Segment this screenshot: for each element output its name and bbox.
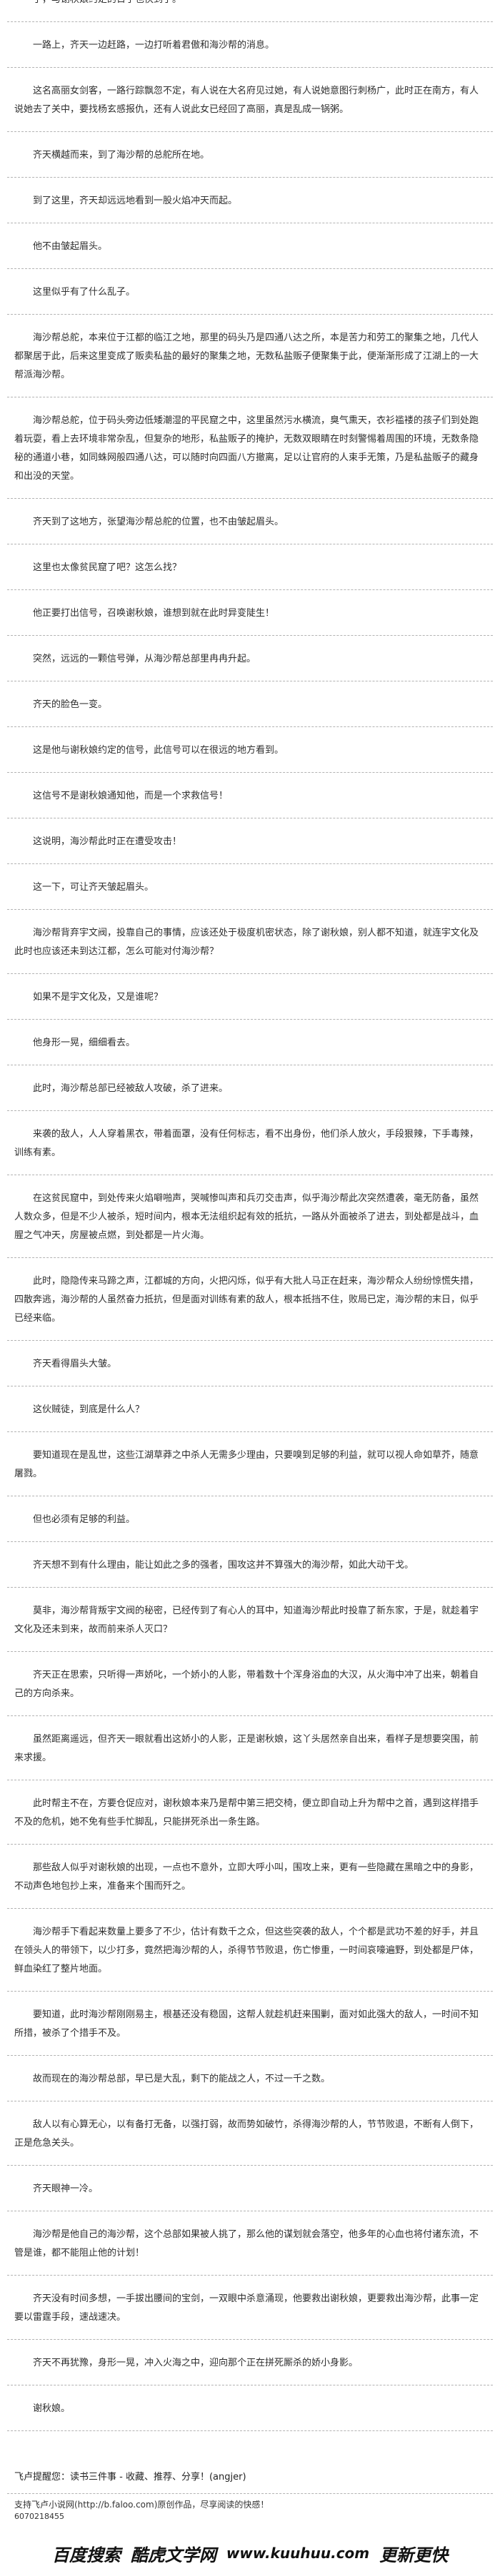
paragraph: 那些敌人似乎对谢秋娘的出现，一点也不意外，立即大呼小叫，围攻上来，更有一些隐藏在… — [7, 1847, 493, 1909]
paragraph: 齐天没有时间多想，一手拔出腰间的宝剑，一双眼中杀意涌现，他要救出谢秋娘，更要救出… — [7, 2278, 493, 2340]
paragraph: 这伙贼徒，到底是什么人？ — [7, 1389, 493, 1432]
paragraph: 这信号不是谢秋娘通知他，而是一个求救信号！ — [7, 775, 493, 818]
paragraph: 齐天想不到有什么理由，能让如此之多的强者，围攻这并不算强大的海沙帮，如此大动干戈… — [7, 1544, 493, 1588]
paragraph: 此时，海沙帮总部已经被敌人攻破，杀了进来。 — [7, 1068, 493, 1111]
paragraph: 这名高丽女剑客，一路行踪飘忽不定，有人说在大名府见过她，有人说她意图行刺杨广，此… — [7, 70, 493, 132]
paragraph: 谢秋娘。 — [7, 2388, 493, 2431]
chapter-footer: 飞卢提醒您：读书三件事 - 收藏、推荐、分享！(angjer) 支持飞卢小说网(… — [7, 2463, 493, 2522]
paragraph: 这一下，可让齐天皱起眉头。 — [7, 866, 493, 910]
paragraph: 但也必须有足够的利益。 — [7, 1499, 493, 1542]
paragraph: 海沙帮背弃宇文阀，投靠自己的事情，应该还处于极度机密状态，除了谢秋娘，别人都不知… — [7, 912, 493, 974]
paragraph: 海沙帮手下看起来数量上要多了不少，估计有数千之众，但这些突袭的敌人，个个都是武功… — [7, 1911, 493, 1992]
paragraph: 此时帮主不在，方要仓促应对，谢秋娘本来乃是帮中第三把交椅，便立即自动上升为帮中之… — [7, 1783, 493, 1845]
watermark-search-label: 百度搜索 — [51, 2544, 121, 2565]
paragraph: 了，与谢秋娘约定的日子也快到了。 — [7, 0, 493, 22]
paragraph: 他正要打出信号，召唤谢秋娘，谁想到就在此时异变陡生！ — [7, 592, 493, 636]
watermark-site-name: 酷虎文学网 — [130, 2544, 216, 2565]
paragraph: 齐天眼神一冷。 — [7, 2168, 493, 2211]
paragraph: 突然，远远的一颗信号弹，从海沙帮总部里冉冉升起。 — [7, 638, 493, 681]
watermark-site-url: www.kuuhuu.com — [226, 2545, 370, 2562]
paragraph: 他身形一晃，细细看去。 — [7, 1022, 493, 1065]
paragraph: 一路上，齐天一边赶路，一边打听着君傲和海沙帮的消息。 — [7, 24, 493, 68]
paragraph: 要知道，此时海沙帮刚刚易主，根基还没有稳固，这帮人就趁机赶来围剿，面对如此强大的… — [7, 1994, 493, 2056]
paragraph: 要知道现在是乱世，这些江湖草莽之中杀人无需多少理由，只要嗅到足够的利益，就可以视… — [7, 1434, 493, 1496]
paragraph: 莫非，海沙帮背叛宇文阀的秘密，已经传到了有心人的耳中，知道海沙帮此时投靠了新东家… — [7, 1590, 493, 1652]
paragraph: 齐天到了这地方，张望海沙帮总舵的位置，也不由皱起眉头。 — [7, 501, 493, 544]
paragraph: 他不由皱起眉头。 — [7, 225, 493, 269]
paragraph: 敌人以有心算无心，以有备打无备，以强打弱，故而势如破竹，杀得海沙帮的人，节节败退… — [7, 2104, 493, 2166]
paragraph: 如果不是宇文化及，又是谁呢？ — [7, 976, 493, 1020]
paragraph: 齐天不再犹豫，身形一晃，冲入火海之中，迎向那个正在拼死厮杀的娇小身影。 — [7, 2342, 493, 2385]
paragraph: 齐天正在思索，只听得一声娇叱，一个娇小的人影，带着数十个浑身浴血的大汉，从火海中… — [7, 1654, 493, 1716]
paragraph: 海沙帮是他自己的海沙帮，这个总部如果被人挑了，那么他的谋划就会落空，他多年的心血… — [7, 2214, 493, 2276]
chapter-text: 了，与谢秋娘约定的日子也快到了。 一路上，齐天一边赶路，一边打听着君傲和海沙帮的… — [7, 0, 493, 2431]
paragraph: 在这贫民窟中，到处传来火焰噼啪声，哭喊惨叫声和兵刃交击声，似乎海沙帮此次突然遭袭… — [7, 1177, 493, 1258]
support-link[interactable]: 支持飞卢小说网(http://b.faloo.com)原创作品，尽享阅读的快感！ — [14, 2500, 269, 2510]
paragraph: 海沙帮总舵，本来位于江都的临江之地，那里的码头乃是四通八达之所，本是苦力和劳工的… — [7, 317, 493, 397]
paragraph: 这里也太像贫民窟了吧？这怎么找？ — [7, 547, 493, 590]
paragraph: 齐天的脸色一变。 — [7, 684, 493, 727]
paragraph: 齐天横越而来，到了海沙帮的总舵所在地。 — [7, 134, 493, 178]
paragraph: 这说明，海沙帮此时正在遭受攻击！ — [7, 821, 493, 864]
paragraph: 到了这里，齐天却远远地看到一股火焰冲天而起。 — [7, 180, 493, 223]
paragraph: 这是他与谢秋娘约定的信号，此信号可以在很远的地方看到。 — [7, 729, 493, 773]
paragraph: 齐天看得眉头大皱。 — [7, 1343, 493, 1386]
chapter-code: 6070218455 — [14, 2512, 64, 2521]
paragraph: 虽然距离遥远，但齐天一眼就看出这娇小的人影，正是谢秋娘，这丫头居然亲自出来，看样… — [7, 1718, 493, 1780]
paragraph: 来袭的敌人，人人穿着黑衣，带着面罩，没有任何标志，看不出身份，他们杀人放火，手段… — [7, 1113, 493, 1175]
paragraph: 此时，隐隐传来马蹄之声，江都城的方向，火把闪烁，似乎有大批人马正在赶来，海沙帮众… — [7, 1260, 493, 1341]
site-watermark-banner: 百度搜索 酷虎文学网 www.kuuhuu.com 更新更快 — [0, 2533, 500, 2573]
reading-tip: 飞卢提醒您：读书三件事 - 收藏、推荐、分享！(angjer) — [7, 2463, 493, 2494]
watermark-slogan: 更新更快 — [379, 2544, 449, 2565]
paragraph: 海沙帮总舵，位于码头旁边低矮潮湿的平民窟之中，这里虽然污水横流，臭气熏天，衣衫褴… — [7, 400, 493, 499]
paragraph: 这里似乎有了什么乱子。 — [7, 271, 493, 315]
paragraph: 故而现在的海沙帮总部，早已是大乱，剩下的能战之人，不过一千之数。 — [7, 2058, 493, 2101]
